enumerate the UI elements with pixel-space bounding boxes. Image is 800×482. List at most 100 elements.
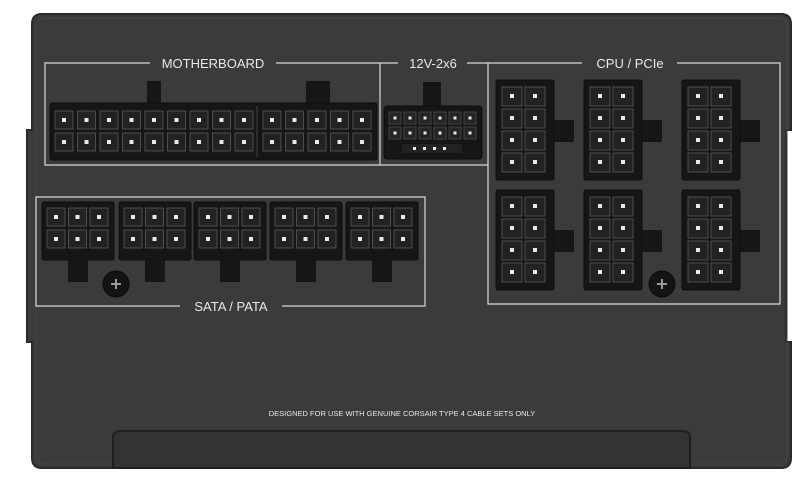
latch [638,120,662,142]
latch [638,230,662,252]
pin [696,138,700,142]
sata-pata-outline [35,196,426,307]
sata-pata-label: SATA / PATA [194,299,268,314]
cpu-pcie-connectors [495,79,760,291]
latch [372,260,392,282]
pin [107,118,111,122]
pin [598,270,602,274]
pin [621,248,625,252]
pin [598,204,602,208]
pin [468,116,472,120]
pin [292,140,297,144]
cpu-pcie-connector[interactable] [495,79,574,181]
pin [510,160,514,164]
pin [393,131,397,135]
pin [510,94,514,98]
pin [510,138,514,142]
section-outlines [35,62,781,307]
twelve-v-label: 12V-2x6 [409,56,457,71]
latch [736,120,760,142]
pin [97,215,101,219]
pin [325,215,329,219]
pin [152,237,157,241]
pin [282,237,286,241]
pin [468,131,472,135]
sata-pata-connector[interactable] [118,201,192,282]
screw-slot [111,279,121,289]
pin [303,237,308,241]
pin [598,94,602,98]
pin [719,270,723,274]
pin [84,118,89,122]
cpu-pcie-connector[interactable] [583,189,662,291]
cpu-pcie-connector[interactable] [583,79,662,181]
pin [719,226,723,230]
pin [621,270,625,274]
pin [337,140,342,144]
pin [62,140,66,144]
sata-pata-connector[interactable] [193,201,267,282]
pin [719,160,723,164]
latch [68,260,88,282]
pin [174,237,178,241]
pin [315,118,319,122]
sata-pata-connector[interactable] [345,201,419,282]
screw-icon [648,270,676,298]
pin [360,140,364,144]
pin [174,140,179,144]
screw-icon [102,270,130,298]
pin [533,138,537,142]
pin [75,215,80,219]
pin [621,116,625,120]
screws [102,270,676,298]
sata-pata-connector[interactable] [269,201,343,282]
pin [533,116,537,120]
twelve-v-outline [379,63,488,166]
pin [423,147,426,150]
motherboard-connector[interactable] [49,81,378,161]
twelve-v-connector[interactable] [383,82,483,160]
pin [719,116,723,120]
pin [325,237,329,241]
cpu-pcie-connector[interactable] [681,189,760,291]
pin [510,204,514,208]
pin [598,248,602,252]
pin [533,94,537,98]
pin [408,116,412,120]
pin [337,118,342,122]
pin [621,160,625,164]
notice-text: DESIGNED FOR USE WITH GENUINE CORSAIR TY… [269,409,535,418]
pin [219,140,224,144]
pin [197,118,201,122]
sata-pata-connectors [41,201,419,282]
pin [533,226,537,230]
pin [719,248,723,252]
pin [696,204,700,208]
pin [598,160,602,164]
pin [206,215,210,219]
motherboard-outline [44,62,380,166]
pin [719,138,723,142]
pin [358,237,362,241]
pin [249,237,253,241]
latch [550,230,574,252]
pin [54,215,58,219]
pin [433,147,436,150]
pin [621,204,625,208]
pin [282,215,286,219]
motherboard-label: MOTHERBOARD [162,56,265,71]
pin [206,237,210,241]
pin [696,248,700,252]
pin [696,160,700,164]
cpu-pcie-connector[interactable] [681,79,760,181]
screw-slot [657,279,667,289]
pin [131,237,135,241]
sata-pata-connector[interactable] [41,201,115,282]
cpu-pcie-outline [487,62,781,305]
latch [145,260,165,282]
pin [54,237,58,241]
pin [379,215,384,219]
cpu-pcie-connector[interactable] [495,189,574,291]
pin [533,204,537,208]
